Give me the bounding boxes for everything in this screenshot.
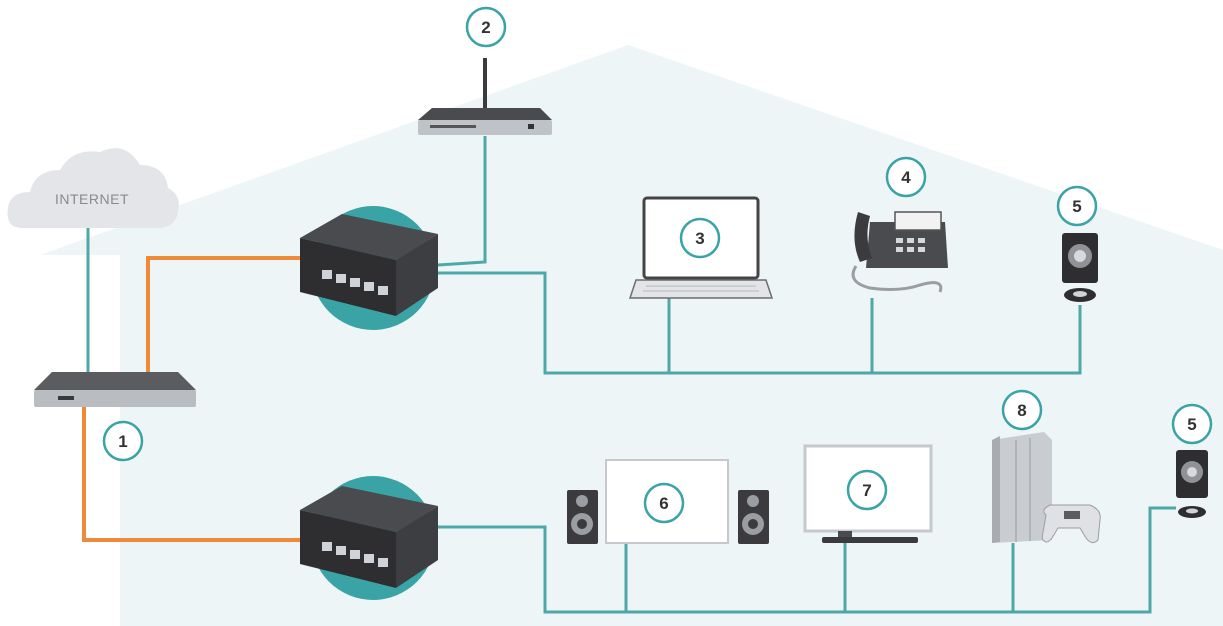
game-console (992, 432, 1101, 544)
badge-console: 8 (1001, 389, 1043, 431)
internet-label: INTERNET (55, 191, 129, 207)
badge-camera-top: 5 (1056, 185, 1098, 227)
desk-phone (851, 211, 948, 293)
laptop (628, 196, 774, 299)
badge-camera-top-label: 5 (1072, 197, 1081, 216)
badge-phone-label: 4 (901, 168, 911, 187)
speaker-right (738, 490, 769, 544)
badge-sound-system: 6 (643, 482, 685, 524)
badge-modem-label: 1 (118, 432, 127, 451)
security-camera-top (1062, 233, 1098, 302)
badge-phone: 4 (885, 156, 927, 198)
badge-router: 2 (465, 6, 507, 48)
badge-tv: 7 (846, 469, 888, 511)
internet-cloud: INTERNET (7, 148, 179, 228)
router (418, 58, 552, 135)
sound-system (567, 459, 769, 544)
badge-camera-bottom-label: 5 (1187, 415, 1196, 434)
security-camera-bottom (1176, 450, 1208, 518)
modem (34, 372, 196, 407)
badge-sound-system-label: 6 (659, 494, 668, 513)
badge-laptop-label: 3 (695, 229, 704, 248)
network-switch-bottom (300, 476, 438, 600)
badge-router-label: 2 (481, 18, 490, 37)
badge-laptop: 3 (679, 217, 721, 259)
ethernet-cables (86, 136, 1176, 614)
speaker-left (567, 490, 598, 544)
gamepad (1041, 504, 1101, 544)
badge-tv-label: 7 (862, 481, 871, 500)
badge-modem: 1 (102, 420, 144, 462)
badge-camera-bottom: 5 (1171, 403, 1213, 445)
network-switch-top (300, 206, 438, 330)
fiber-cables (82, 256, 308, 542)
badge-console-label: 8 (1017, 401, 1026, 420)
